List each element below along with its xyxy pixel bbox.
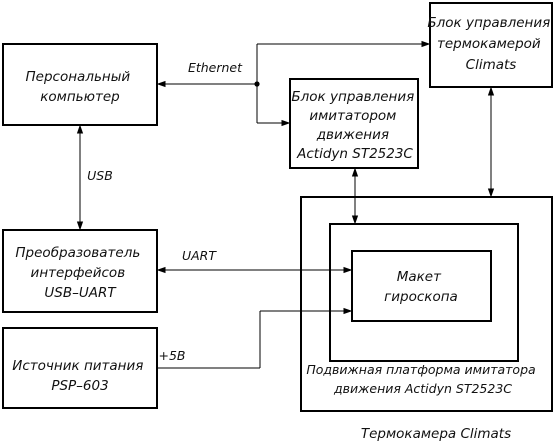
power-connection: +5В: [157, 307, 353, 369]
pc-label-line-2: компьютер: [40, 89, 119, 105]
platform-label-line-1: Подвижная платформа имитатора: [306, 362, 535, 377]
svg-text:Источник питания PSP–603: Источник питания PSP–603: [12, 358, 147, 394]
power-supply-label-line-2: PSP–603: [51, 378, 108, 394]
motion-simulator-control-block: Блок управления имитатором движения Acti…: [289, 78, 419, 169]
svg-text:Преобразователь интерфей: Преобразователь интерфейсов USB–UART: [15, 245, 144, 301]
climats-control-block: Блок управления термокамерой Climats: [427, 2, 554, 88]
power-supply-block: Источник питания PSP–603: [2, 327, 158, 409]
motion-sim-label-line-1: Блок управления: [291, 89, 414, 105]
ethernet-connection: Ethernet: [156, 40, 431, 127]
svg-text:Блок управления термокам: Блок управления термокамерой Climats: [427, 15, 554, 73]
gyro-model-block: Макет гироскопа: [351, 250, 492, 322]
climats-control-label-line-3: Climats: [466, 57, 517, 73]
gyro-label-line-2: гироскопа: [384, 289, 458, 305]
svg-text:Макет гироскопа: Макет гироскопа: [384, 269, 458, 305]
climats-control-label-line-2: термокамерой: [437, 36, 541, 52]
usb-connection: USB: [76, 124, 113, 231]
power-label: +5В: [158, 348, 185, 363]
ethernet-junction-dot: [254, 81, 260, 87]
motion-platform-label: Подвижная платформа имитатора движения A…: [306, 362, 539, 396]
motion-sim-label-line-2: имитатором: [309, 108, 396, 124]
converter-label-line-2: интерфейсов: [31, 265, 126, 281]
platform-label-line-2: движения Actidyn ST2523C: [333, 381, 512, 396]
svg-text:Персональный компьютер: Персональный компьютер: [26, 69, 135, 105]
uart-connection: UART: [156, 248, 353, 274]
converter-label-line-3: USB–UART: [44, 285, 117, 301]
climats-control-label-line-1: Блок управления: [427, 15, 550, 31]
converter-label-line-1: Преобразователь: [15, 245, 140, 261]
motion-sim-label-line-4: Actidyn ST2523C: [296, 146, 413, 162]
usb-label: USB: [87, 168, 113, 183]
motion-sim-label-line-3: движения: [316, 127, 389, 143]
converter-block: Преобразователь интерфейсов USB–UART: [2, 229, 158, 313]
gyro-label-line-1: Макет: [397, 269, 442, 285]
thermal-chamber-label: Термокамера Climats: [361, 426, 511, 442]
ethernet-label: Ethernet: [188, 60, 243, 75]
power-supply-label-line-1: Источник питания: [12, 358, 143, 374]
pc-label-line-1: Персональный: [26, 69, 131, 85]
uart-label: UART: [182, 248, 217, 263]
pc-block: Персональный компьютер: [2, 43, 158, 126]
svg-text:Блок управления имитатор: Блок управления имитатором движения Acti…: [291, 89, 418, 162]
